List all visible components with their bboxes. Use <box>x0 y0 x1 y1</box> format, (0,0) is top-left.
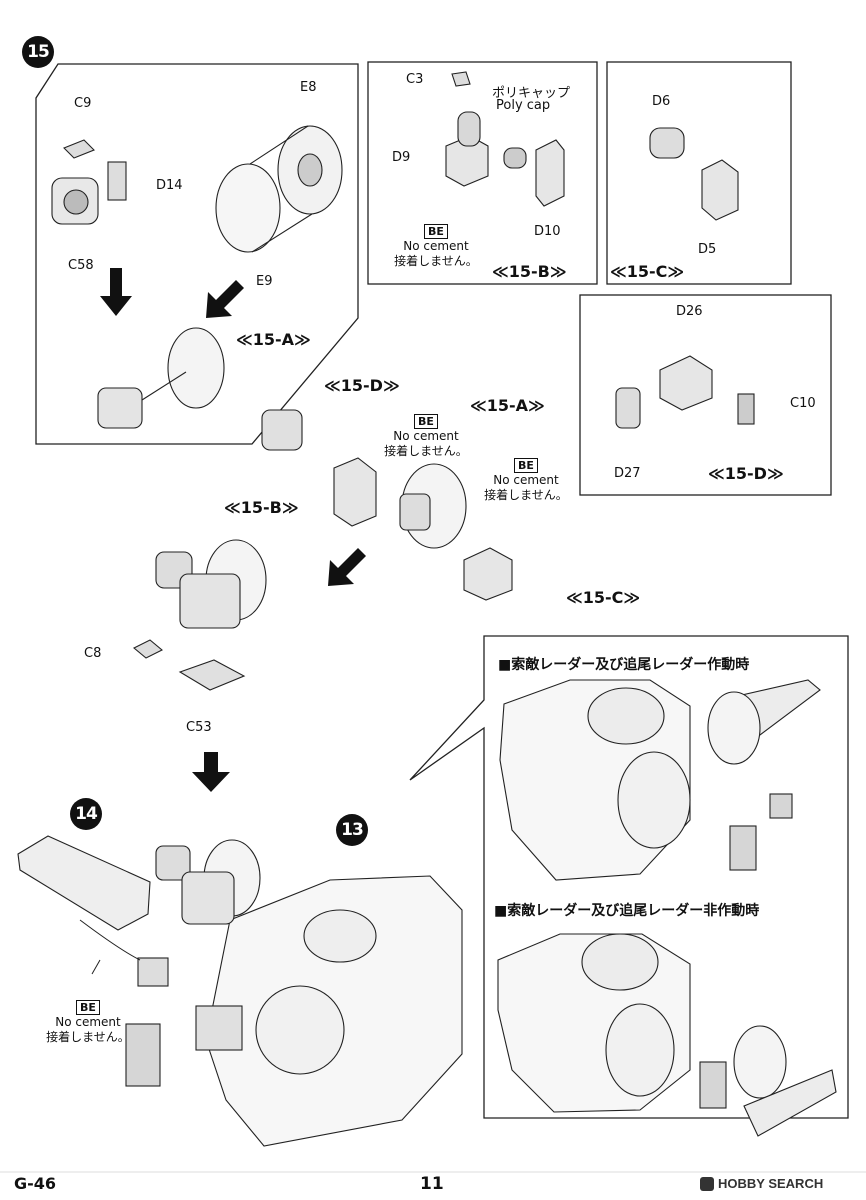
be-jp: 接着しません。 <box>46 1030 130 1044</box>
be-en: No cement <box>403 239 469 253</box>
label-d6: D6 <box>652 94 671 109</box>
part-c58-drawing <box>51 139 127 225</box>
be-jp: 接着しません。 <box>484 488 568 502</box>
exploded-assembly-drawing <box>261 409 513 601</box>
part-d26-d27-c10-drawing <box>615 355 755 429</box>
sub-15-d-ref: ≪15-D≫ <box>324 376 400 395</box>
be-jp: 接着しません。 <box>384 444 468 458</box>
sub-15-c-ref: ≪15-C≫ <box>566 588 641 607</box>
be-en: No cement <box>393 429 459 443</box>
be-note-hull: BE No cement 接着しません。 <box>38 1000 138 1045</box>
panel-15-a <box>35 63 359 445</box>
label-c58: C58 <box>68 258 94 273</box>
label-c53: C53 <box>186 720 212 735</box>
hull-main-drawing <box>17 835 463 1147</box>
label-d14: D14 <box>156 178 183 193</box>
sub-15-b-title: ≪15-B≫ <box>492 262 567 281</box>
label-d10: D10 <box>534 224 561 239</box>
sub-15-c-title: ≪15-C≫ <box>610 262 685 281</box>
label-c3: C3 <box>406 72 424 87</box>
label-polycap-jp: ポリキャップ <box>492 86 571 101</box>
label-d9: D9 <box>392 150 411 165</box>
note-radar-inactive: ■索敵レーダー及び追尾レーダー非作動時 <box>494 903 760 919</box>
be-note-mid-2: BE No cement 接着しません。 <box>476 458 576 503</box>
footer-logo-text: HOBBY SEARCH <box>718 1176 824 1191</box>
be-tag: BE <box>424 224 448 239</box>
label-e9: E9 <box>256 274 273 289</box>
logo-mark-icon <box>700 1176 714 1191</box>
be-tag: BE <box>514 458 538 473</box>
panel-15-c <box>606 61 792 285</box>
arrow-15a <box>100 268 244 318</box>
sub-15-b-ref: ≪15-B≫ <box>224 498 299 517</box>
arrow-down-main <box>192 752 230 792</box>
vehicle-active-drawing <box>499 679 821 881</box>
label-polycap-en: Poly cap <box>496 98 551 113</box>
footer-page-number: 11 <box>420 1174 444 1194</box>
panel-radar-callout <box>409 635 849 1119</box>
label-d26: D26 <box>676 304 703 319</box>
be-note-15b: BE No cement 接着しません。 <box>386 224 486 269</box>
be-tag: BE <box>76 1000 100 1015</box>
label-c9: C9 <box>74 96 92 111</box>
step-15-badge: 15 <box>22 36 54 68</box>
turret-mount-drawing <box>133 539 267 691</box>
note-radar-active: ■索敵レーダー及び追尾レーダー作動時 <box>498 657 750 673</box>
be-leader-lines <box>79 919 141 975</box>
panel-15-b <box>367 61 598 285</box>
be-note-mid-1: BE No cement 接着しません。 <box>376 414 476 459</box>
sub-15-a-title: ≪15-A≫ <box>236 330 311 349</box>
assembled-15a-drawing <box>97 327 225 429</box>
part-d6-d5-drawing <box>649 127 739 221</box>
sub-15-d-title: ≪15-D≫ <box>708 464 784 483</box>
footer-code: G-46 <box>14 1174 57 1193</box>
part-e8-e9-drawing <box>215 125 343 253</box>
sub-15-a-ref: ≪15-A≫ <box>470 396 545 415</box>
be-jp: 接着しません。 <box>394 254 478 268</box>
arrow-mid <box>328 548 366 586</box>
label-e8: E8 <box>300 80 317 95</box>
panel-15-d <box>579 294 832 496</box>
label-c10: C10 <box>790 396 816 411</box>
vehicle-inactive-drawing <box>497 933 837 1137</box>
label-d5: D5 <box>698 242 717 257</box>
step-13-badge: 13 <box>336 814 368 846</box>
be-tag: BE <box>414 414 438 429</box>
label-c8: C8 <box>84 646 102 661</box>
part-d9-d10-drawing <box>445 71 565 207</box>
footer-watermark-logo: HOBBY SEARCH <box>700 1176 823 1191</box>
step-14-badge: 14 <box>70 798 102 830</box>
be-en: No cement <box>493 473 559 487</box>
label-d27: D27 <box>614 466 641 481</box>
be-en: No cement <box>55 1015 121 1029</box>
